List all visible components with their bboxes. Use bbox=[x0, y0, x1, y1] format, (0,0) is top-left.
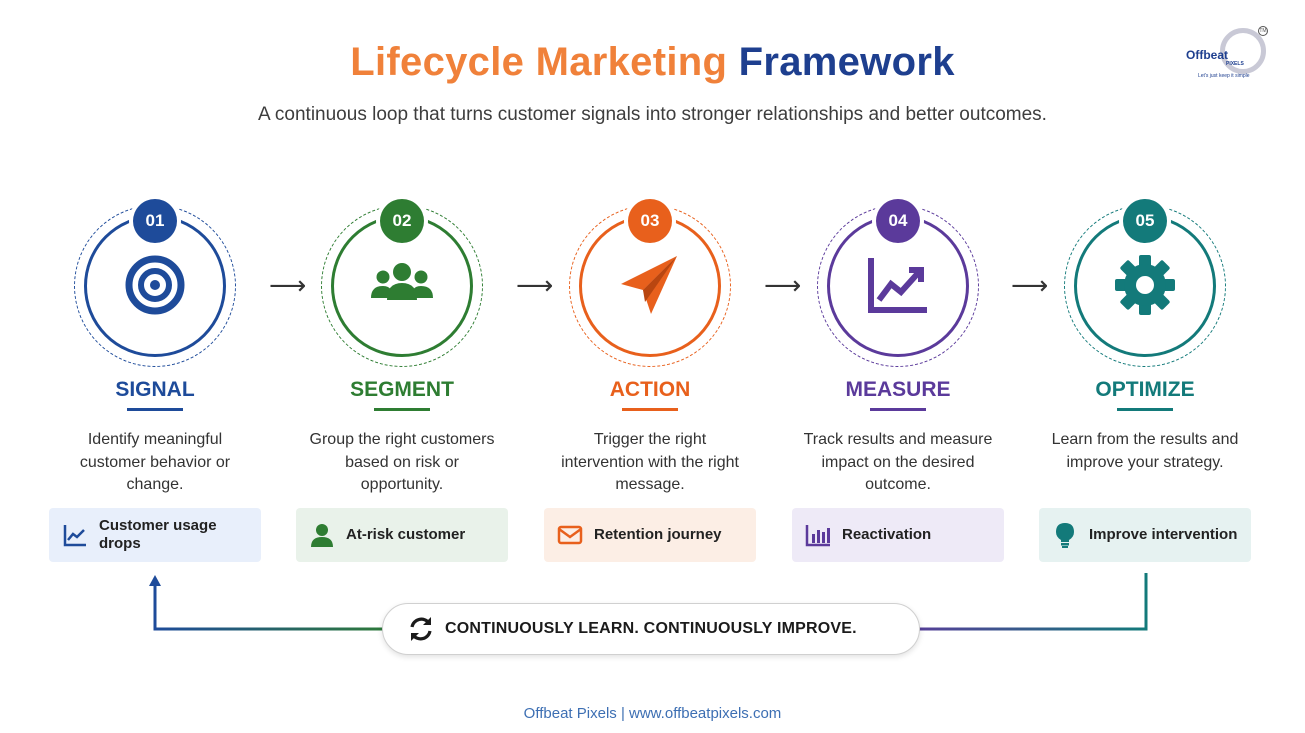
lightbulb-icon bbox=[1051, 521, 1079, 549]
offbeat-pixels-logo: Offbeat PIXELS Let's just keep it simple… bbox=[1180, 26, 1280, 86]
step-label: MEASURE bbox=[845, 378, 951, 401]
target-icon bbox=[120, 250, 190, 320]
logo-word: Offbeat bbox=[1186, 48, 1228, 62]
label-underline bbox=[870, 408, 926, 411]
step-description: Trigger the right intervention with the … bbox=[561, 431, 739, 493]
page-title: Lifecycle Marketing Framework bbox=[0, 40, 1305, 85]
example-tag-text: At-risk customer bbox=[346, 526, 466, 543]
logo-ring bbox=[1220, 28, 1266, 74]
step-number-badge: 02 bbox=[380, 199, 424, 243]
arrow-right-icon: ⟶ bbox=[516, 270, 554, 300]
label-underline bbox=[127, 408, 183, 411]
step-number-badge: 03 bbox=[628, 199, 672, 243]
step-label: OPTIMIZE bbox=[1095, 378, 1195, 401]
example-tag: Improve intervention bbox=[1039, 508, 1251, 562]
example-tag: Customer usage drops bbox=[49, 508, 261, 562]
gear-icon bbox=[1110, 250, 1180, 320]
step-segment: 02 SEGMENT Group the right customers bas… bbox=[296, 195, 508, 565]
step-label: SEGMENT bbox=[350, 378, 454, 401]
trend-chart-icon bbox=[61, 521, 89, 549]
example-tag-text: Reactivation bbox=[842, 526, 932, 543]
step-description: Group the right customers based on risk … bbox=[309, 431, 495, 493]
arrow-right-icon: ⟶ bbox=[764, 270, 802, 300]
example-tag-text: Improve intervention bbox=[1089, 526, 1238, 543]
step-number-badge: 01 bbox=[133, 199, 177, 243]
step-action: 03 ACTION Trigger the right intervention… bbox=[544, 195, 756, 565]
group-icon bbox=[367, 250, 437, 320]
step-number-badge: 04 bbox=[876, 199, 920, 243]
example-tag-text: Retention journey bbox=[594, 526, 722, 543]
step-measure: 04 MEASURE Track results and measure imp… bbox=[792, 195, 1004, 565]
footer-credit: Offbeat Pixels | www.offbeatpixels.com bbox=[523, 705, 782, 722]
step-description: Track results and measure impact on the … bbox=[803, 431, 993, 493]
logo-tagline: Let's just keep it simple bbox=[1198, 73, 1250, 79]
envelope-icon bbox=[556, 521, 584, 549]
example-tag: At-risk customer bbox=[296, 508, 508, 562]
label-underline bbox=[374, 408, 430, 411]
step-signal: 01 SIGNAL Identify meaningful customer b… bbox=[49, 195, 261, 565]
step-label: ACTION bbox=[609, 378, 691, 401]
banner-text: CONTINUOUSLY LEARN. CONTINUOUSLY IMPROVE… bbox=[445, 620, 857, 637]
refresh-icon bbox=[407, 615, 435, 643]
example-tag: Reactivation bbox=[792, 508, 1004, 562]
paper-plane-icon bbox=[615, 250, 685, 320]
example-tag: Retention journey bbox=[544, 508, 756, 562]
step-description: Identify meaningful customer behavior or… bbox=[79, 431, 231, 493]
step-optimize: 05 OPTIMIZE Learn from the results and i… bbox=[1039, 195, 1251, 565]
title-part-2: Framework bbox=[738, 40, 955, 84]
step-number-badge: 05 bbox=[1123, 199, 1167, 243]
arrow-right-icon: ⟶ bbox=[269, 270, 307, 300]
step-description: Learn from the results and improve your … bbox=[1051, 431, 1239, 471]
title-part-1: Lifecycle Marketing bbox=[350, 40, 728, 84]
user-icon bbox=[308, 521, 336, 549]
continuous-improvement-banner: CONTINUOUSLY LEARN. CONTINUOUSLY IMPROVE… bbox=[382, 603, 920, 655]
bar-chart-icon bbox=[804, 521, 832, 549]
step-label: SIGNAL bbox=[115, 378, 195, 401]
arrow-right-icon: ⟶ bbox=[1011, 270, 1049, 300]
trademark-mark: TM bbox=[1258, 26, 1268, 36]
page-subtitle: A continuous loop that turns customer si… bbox=[258, 104, 1047, 125]
example-tag-text: Customer usage drops bbox=[99, 517, 217, 552]
label-underline bbox=[622, 408, 678, 411]
label-underline bbox=[1117, 408, 1173, 411]
logo-sub: PIXELS bbox=[1226, 61, 1244, 67]
line-chart-icon bbox=[863, 250, 933, 320]
